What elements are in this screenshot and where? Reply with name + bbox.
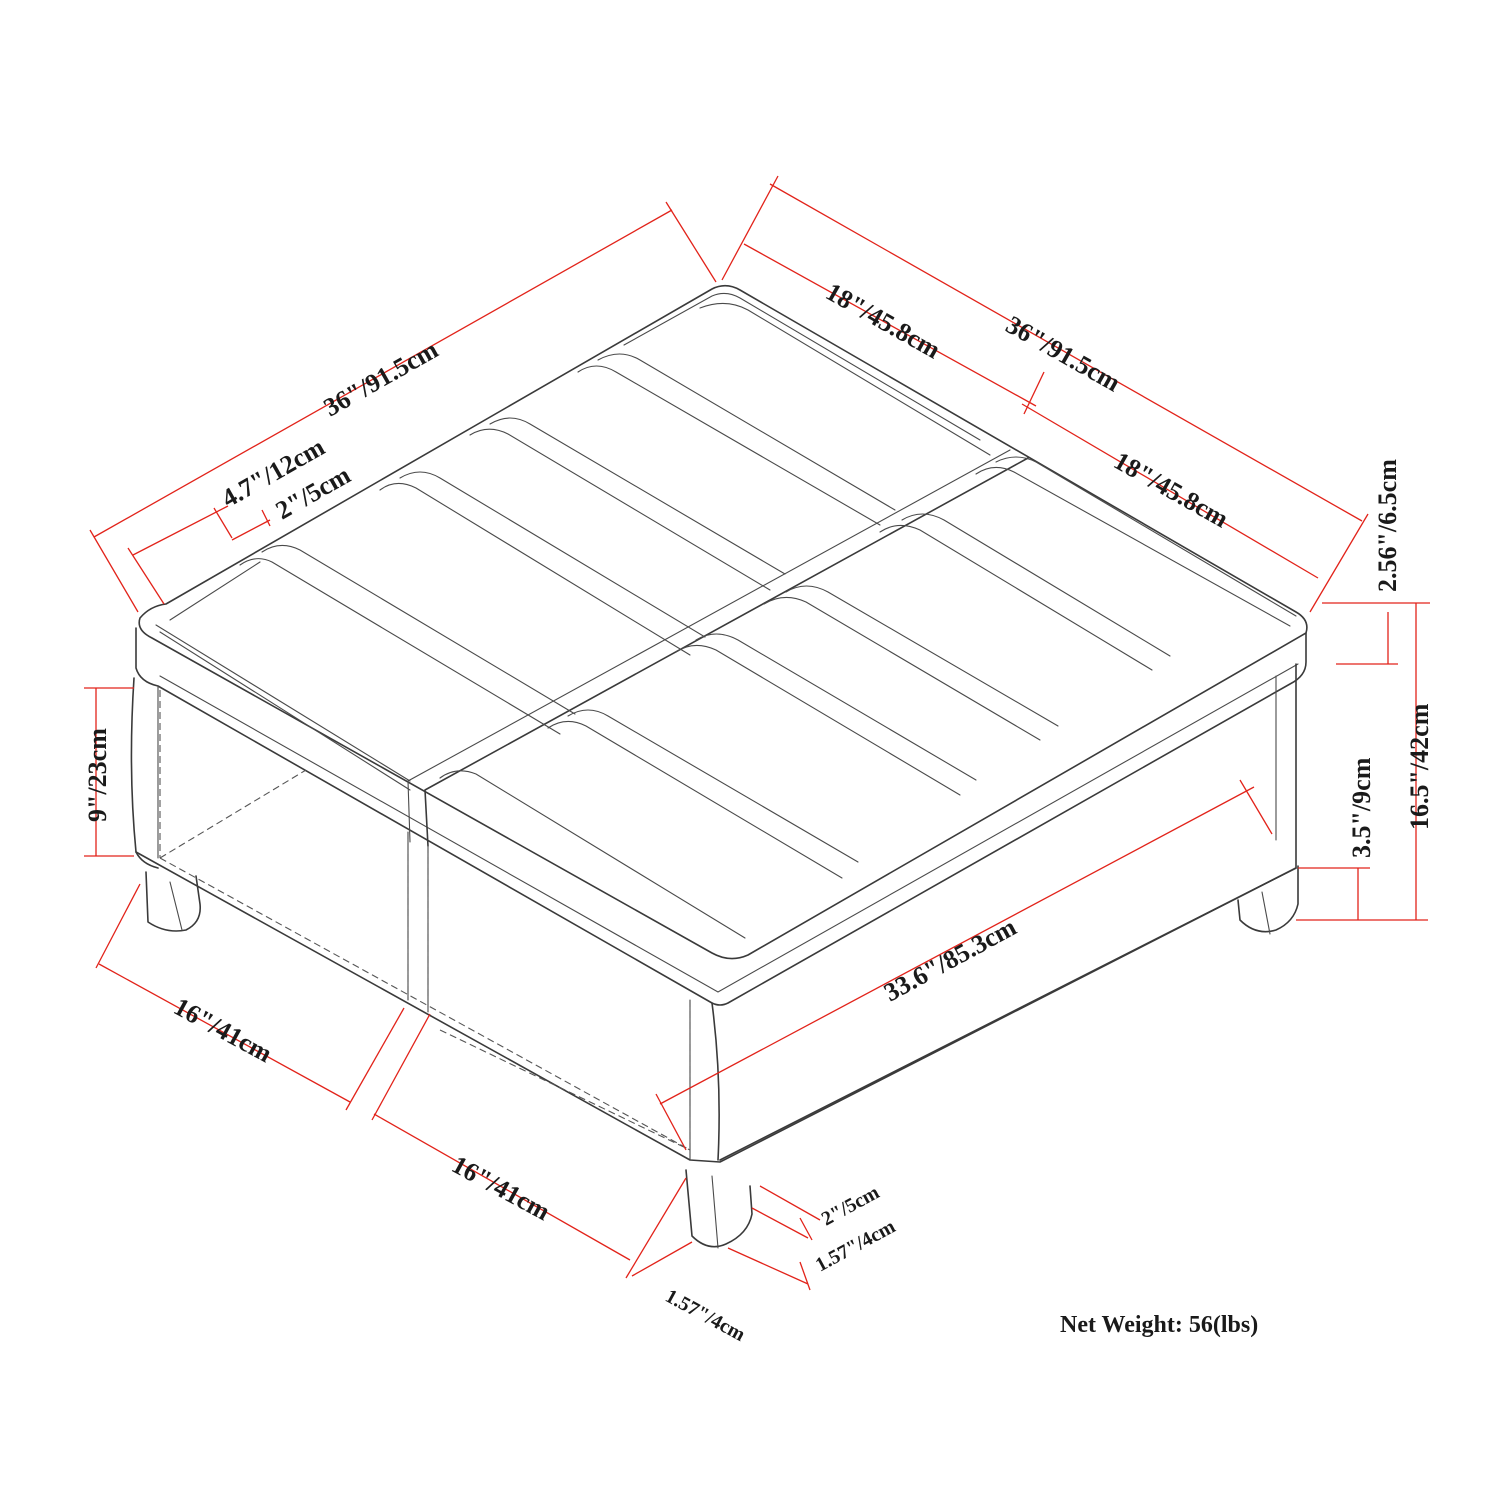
lid-side-band [135, 627, 1307, 1006]
lid-bottom-edge [159, 663, 1299, 993]
label-lid-right-front: 18"/45.8cm [1109, 446, 1234, 534]
leg-left-edge [169, 881, 183, 931]
lid-center-seam-inner [407, 449, 1011, 843]
label-front-left-segment: 16"/41cm [169, 992, 277, 1069]
leg-front-edge [711, 1175, 719, 1249]
label-inner-length: 33.6"/85.3cm [879, 912, 1021, 1007]
label-front-right-segment: 16"/41cm [447, 1150, 555, 1227]
label-top-left-length: 36"/91.5cm [319, 335, 444, 423]
lid-top-outline [138, 284, 1308, 960]
leg-right [1237, 865, 1299, 933]
dimension-labels: 36"/91.5cm 36"/91.5cm 18"/45.8cm 18"/45.… [83, 277, 1434, 1346]
body-left-face [130, 677, 159, 869]
label-lid-thickness: 2.56"/6.5cm [1373, 459, 1402, 592]
lid-center-seam [424, 457, 1029, 847]
label-leg-height: 3.5"/9cm [1347, 757, 1376, 858]
body-front-corner [711, 1002, 720, 1161]
ottoman-drawing [130, 284, 1308, 1249]
dimension-lines [84, 175, 1430, 1291]
body-bottom-edge [135, 851, 1297, 1163]
right-lid-stitching [439, 456, 1297, 939]
label-leg-width-front: 1.57"/4cm [662, 1285, 749, 1346]
leg-right-edge [1261, 891, 1271, 935]
hidden-storage-lines [159, 690, 691, 1151]
label-opening-height: 9"/23cm [83, 728, 112, 822]
leg-left [145, 871, 202, 932]
label-total-height: 16.5"/42cm [1405, 703, 1434, 830]
label-lid-right-back: 18"/45.8cm [821, 277, 946, 365]
leg-front [685, 1169, 753, 1248]
left-lid-stitching [155, 292, 991, 791]
net-weight-label: Net Weight: 56(lbs) [1060, 1312, 1259, 1338]
label-top-right-length: 36"/91.5cm [1001, 310, 1126, 398]
